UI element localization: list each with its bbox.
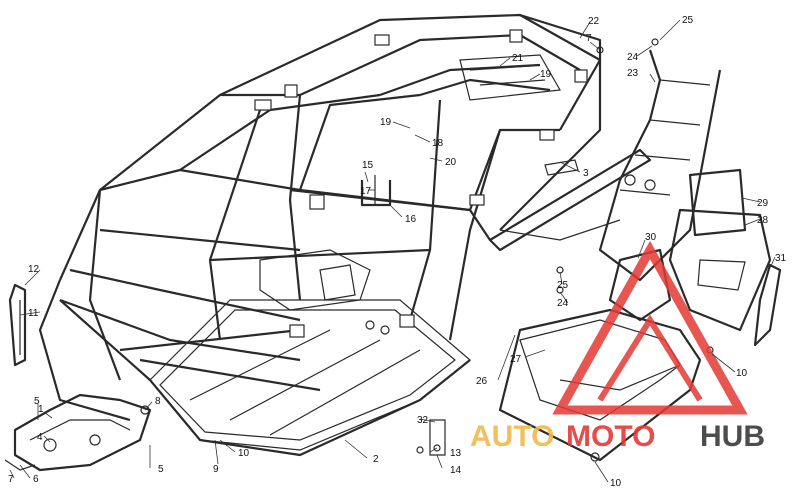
callout-11: 11: [28, 308, 39, 319]
callout-3: 3: [583, 168, 589, 179]
callout-32: 32: [417, 415, 429, 426]
main-frame-assembly: [38, 13, 621, 457]
front-bracket-assembly: [4, 393, 152, 472]
callout-24-top: 24: [627, 52, 639, 63]
front-bumper-bracket: [8, 283, 27, 367]
watermark-word-auto: AUTO: [470, 420, 554, 453]
callout-16: 16: [405, 214, 417, 225]
callout-13: 13: [450, 448, 462, 459]
callout-21: 21: [512, 53, 524, 64]
callout-22: 22: [588, 16, 600, 27]
callout-2: 2: [373, 454, 379, 465]
callout-19-rear: 19: [540, 69, 552, 80]
callout-4: 4: [37, 432, 43, 443]
callout-8: 8: [155, 396, 161, 407]
callout-9: 9: [213, 464, 219, 475]
callout-7-rear: 7: [586, 33, 592, 44]
callout-20: 20: [445, 157, 457, 168]
watermark-word-hub: HUB: [700, 420, 765, 453]
callout-5-rear: 5: [158, 464, 164, 475]
callout-24-mid: 24: [557, 298, 569, 309]
callout-23: 23: [627, 68, 639, 79]
callout-15: 15: [362, 160, 374, 171]
callout-28: 28: [757, 215, 769, 226]
callout-14: 14: [450, 465, 462, 476]
callout-17: 17: [360, 186, 372, 197]
watermark-word-moto: MOTO: [566, 420, 655, 453]
callout-18: 18: [432, 138, 444, 149]
callout-25-top: 25: [682, 15, 694, 26]
callout-labels: 1 2 3 4 5 5 6 7 7 8 9 10 10 10 11 12 13 …: [8, 15, 787, 489]
watermark-logo: [552, 240, 748, 415]
callout-5-front: 5: [34, 396, 40, 407]
callout-10-seat: 10: [736, 368, 748, 379]
callout-10-panel: 10: [610, 478, 622, 489]
leader-lines: [9, 19, 776, 483]
callout-12: 12: [28, 264, 40, 275]
small-brackets: [360, 38, 659, 456]
callout-6: 6: [33, 474, 39, 485]
callout-7-front: 7: [8, 474, 14, 485]
seat-frame: [598, 49, 722, 282]
callout-19-mid: 19: [380, 117, 392, 128]
seat-back-cushion: [668, 168, 782, 347]
callout-26: 26: [476, 376, 488, 387]
callout-30: 30: [645, 232, 657, 243]
callout-27: 27: [510, 354, 522, 365]
callout-1: 1: [38, 404, 44, 415]
callout-25-mid: 25: [557, 280, 569, 291]
bed-support-rail: [488, 148, 652, 252]
callout-31: 31: [775, 253, 787, 264]
watermark-wordmark: AUTO MOTO HUB: [470, 420, 765, 453]
callout-10-floor: 10: [238, 448, 250, 459]
callout-29: 29: [757, 198, 769, 209]
